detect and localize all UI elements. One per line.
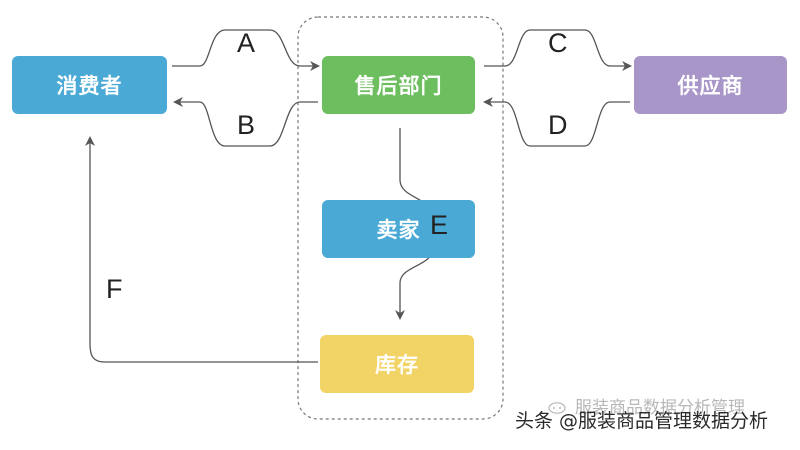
chat-bubble-icon	[548, 402, 566, 414]
after-sales-node-label: 售后部门	[354, 74, 443, 98]
watermark-ghost-text: 服装商品数据分析管理	[575, 398, 745, 418]
seller-node: 卖家	[322, 200, 475, 258]
supplier-node: 供应商	[634, 56, 787, 114]
supplier-node-label: 供应商	[677, 74, 744, 98]
edge-c	[484, 29, 632, 71]
edge-e-label: E	[430, 210, 449, 240]
edge-f-label: F	[106, 274, 123, 304]
consumer-node-label: 消费者	[56, 74, 123, 98]
after-sales-group-border	[297, 16, 504, 420]
edge-f	[85, 136, 318, 363]
edge-d-label: D	[548, 110, 568, 140]
watermark-text: 头条 @服装商品管理数据分析	[515, 410, 769, 432]
inventory-node: 库存	[320, 335, 474, 393]
edge-c-label: C	[548, 28, 568, 58]
seller-node-label: 卖家	[376, 218, 421, 242]
inventory-node-label: 库存	[375, 353, 419, 377]
edge-a-label: A	[237, 28, 256, 58]
after-sales-node: 售后部门	[322, 56, 475, 114]
edge-a	[172, 29, 320, 71]
edge-b-label: B	[237, 110, 256, 140]
edge-d	[483, 97, 630, 147]
consumer-node: 消费者	[12, 56, 167, 114]
edge-b	[173, 97, 318, 147]
